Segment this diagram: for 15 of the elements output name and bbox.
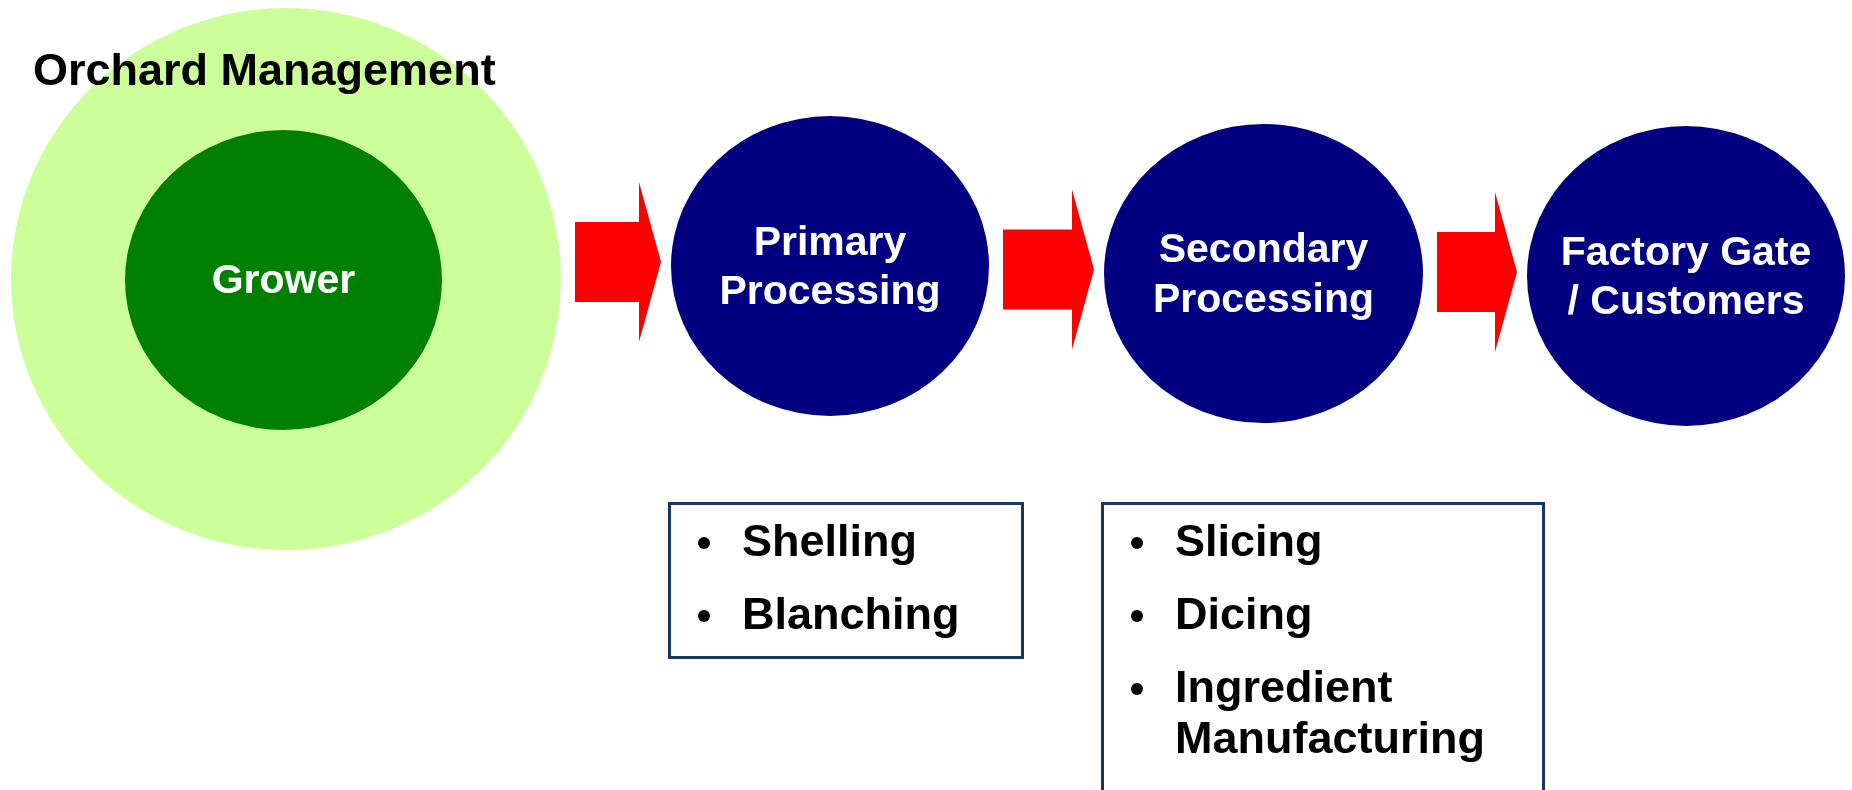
- node-label: Factory Gate / Customers: [1559, 226, 1813, 325]
- heading: Orchard Management: [33, 44, 496, 96]
- list-box: [1101, 502, 1545, 790]
- node-label: Grower: [211, 255, 356, 305]
- list-box: [668, 502, 1024, 659]
- list-item: Ingredient Manufacturing: [1175, 660, 1486, 764]
- node-label: Secondary Processing: [1151, 224, 1375, 323]
- list-item: Dicing: [1175, 587, 1313, 640]
- block-arrow: [1437, 192, 1517, 352]
- list-item: Slicing: [1175, 515, 1323, 567]
- node-label: Primary Processing: [718, 216, 942, 315]
- block-arrow: [575, 182, 661, 342]
- list-item: Shelling: [742, 515, 917, 567]
- list-item: Blanching: [742, 587, 960, 640]
- block-arrow: [1003, 189, 1094, 350]
